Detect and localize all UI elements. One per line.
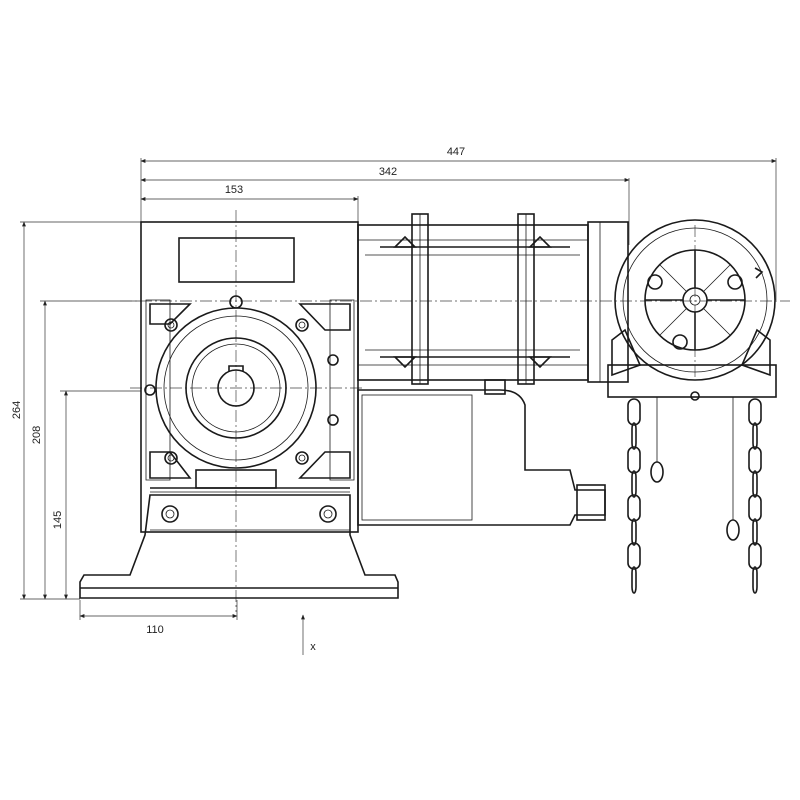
- chain-link: [752, 470, 758, 498]
- pull-cord-loop: [726, 519, 740, 541]
- chain-link: [752, 566, 758, 594]
- center-lines: [120, 210, 790, 612]
- dim-264-label: 264: [11, 401, 23, 419]
- chain-link: [627, 542, 641, 570]
- dim-342-label: 342: [379, 166, 397, 178]
- chain-link: [748, 542, 762, 570]
- dim-447-label: 447: [447, 146, 465, 158]
- chain-link: [631, 518, 637, 546]
- axis-x-label: x: [310, 641, 316, 653]
- motor-body: [357, 213, 629, 385]
- base-foot: [79, 494, 399, 599]
- fan-end: [607, 219, 777, 401]
- dim-208-label: 208: [31, 426, 43, 444]
- chain-link: [627, 398, 641, 426]
- chain-link: [752, 422, 758, 450]
- chain-link: [752, 518, 758, 546]
- chain-link: [631, 422, 637, 450]
- dim-153-label: 153: [225, 184, 243, 196]
- chain-link: [748, 398, 762, 426]
- chain-link: [748, 446, 762, 474]
- hand-chains: [627, 397, 762, 594]
- pull-cord-loop: [650, 461, 664, 483]
- dim-145-label: 145: [52, 511, 64, 529]
- chain-link: [631, 566, 637, 594]
- chain-link: [627, 446, 641, 474]
- terminal-box: [357, 379, 606, 526]
- chain-link: [631, 470, 637, 498]
- chain-link: [748, 494, 762, 522]
- gearbox-housing: [140, 221, 359, 533]
- chain-link: [627, 494, 641, 522]
- dim-110-label: 110: [146, 624, 164, 636]
